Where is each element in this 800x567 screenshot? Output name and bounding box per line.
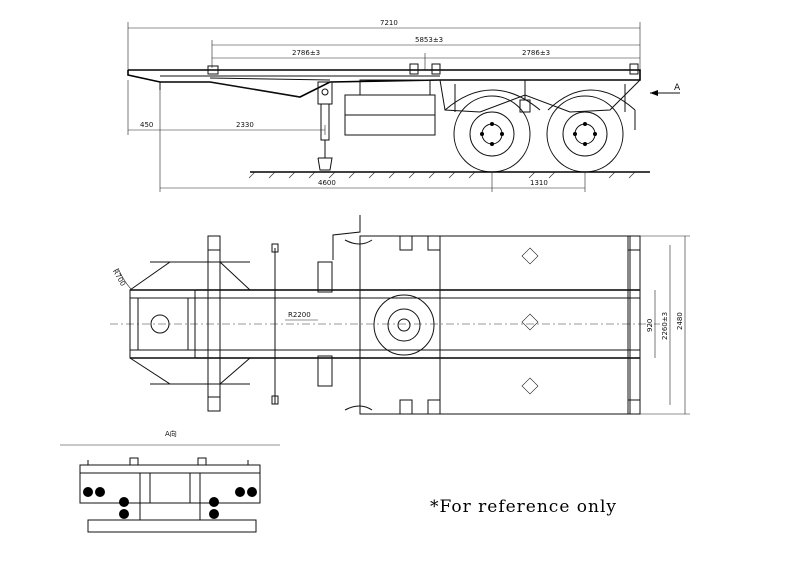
dim-right-pin-spacing: 2786±3: [522, 49, 550, 57]
dim-overall-length: 7210: [380, 19, 398, 27]
side-view: 7210 5853±3 2786±3 2786±3: [127, 19, 681, 192]
dim-wheelbase-span: 5853±3: [415, 36, 443, 44]
dim-inner-width: 920: [646, 319, 654, 332]
dim-left-pin-spacing: 2786±3: [292, 49, 320, 57]
plan-view: R700 R2200: [110, 215, 690, 415]
view-arrow-label: A: [674, 83, 681, 93]
dim-front-overhang: 450: [140, 121, 153, 129]
dim-kingpin-to-leg: 2330: [236, 121, 254, 129]
view-arrow-icon: [650, 90, 658, 96]
dim-kingpin-to-axle: 4600: [318, 179, 336, 187]
rear-view-label: A向: [165, 429, 177, 438]
rear-view: A向: [60, 429, 280, 533]
dim-axle-spacing: 1310: [530, 179, 548, 187]
dim-swing-radius: R2200: [288, 311, 311, 319]
dim-overall-width: 2480: [676, 312, 684, 330]
dim-mid-width: 2260±3: [661, 312, 669, 340]
reference-note: *For reference only: [430, 497, 618, 517]
